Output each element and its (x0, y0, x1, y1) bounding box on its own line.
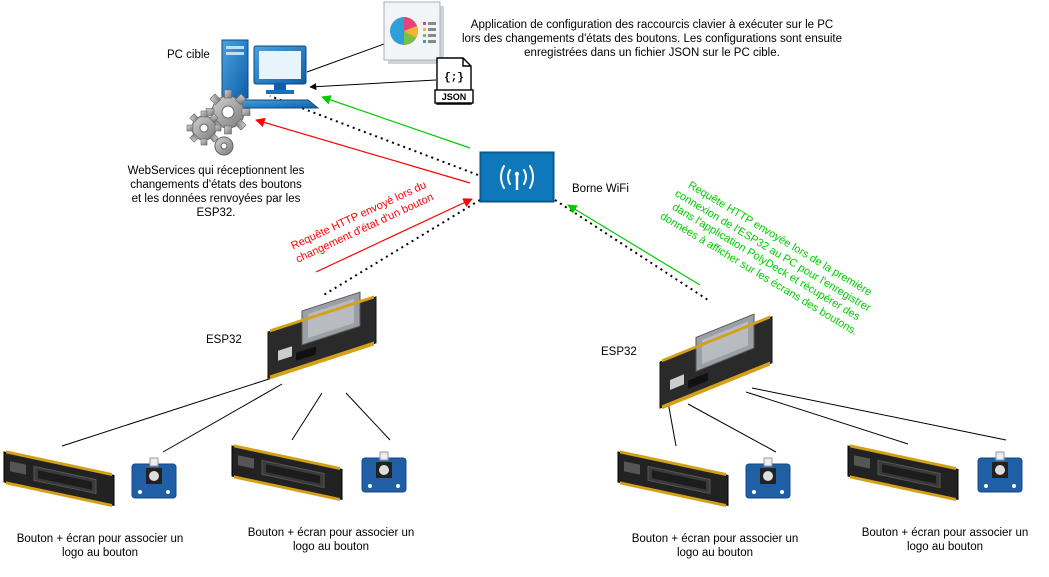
json-file-icon: {;} JSON (434, 57, 474, 105)
wire-esp-left-4 (345, 392, 391, 441)
push-button-module-icon (361, 451, 407, 493)
oled-featherwing-icon (231, 444, 343, 501)
wifi-label: Borne WiFi (572, 183, 629, 195)
connections (61, 43, 1007, 453)
esp32-left-label: ESP32 (206, 334, 242, 346)
json-glyph: {;} (444, 72, 464, 84)
push-button-module-icon (131, 457, 177, 499)
desktop-computer-icon (221, 39, 320, 109)
json-file-label: JSON (442, 92, 467, 102)
pie-chart-document-icon (383, 1, 444, 64)
push-button-module-icon (977, 451, 1023, 493)
button-module-label: Bouton + écran pour associer un logo au … (247, 527, 415, 553)
pc-label: PC cible (167, 49, 210, 61)
esp32-board-icon (267, 291, 377, 380)
esp32-right-label: ESP32 (601, 346, 637, 358)
button-module-label: Bouton + écran pour associer un logo au … (631, 533, 799, 559)
webservices-note: WebServices qui réceptionnent les change… (127, 165, 305, 219)
wire-esp-right-2 (687, 403, 777, 453)
push-button-module-icon (745, 457, 791, 499)
dotted-link-wifi-esp-left (321, 199, 481, 297)
wire-esp-right-3 (745, 391, 909, 445)
wire-esp-left-1 (61, 377, 273, 447)
link-json-to-pc (309, 79, 437, 91)
link-app-to-pc (306, 43, 385, 73)
wifi-access-point-icon (479, 151, 555, 203)
green-arrow-wifi-to-pc (321, 95, 471, 149)
wire-esp-right-1 (667, 401, 677, 447)
green-arrow-esp-to-wifi (567, 204, 701, 286)
dotted-link-wifi-pc (269, 95, 479, 176)
red-arrow-esp-to-wifi (315, 198, 473, 273)
wire-esp-left-2 (162, 383, 283, 453)
wire-esp-left-3 (291, 392, 323, 441)
red-arrow-wifi-to-pc (255, 117, 471, 184)
config-app-note: Application de configuration des raccour… (461, 19, 843, 59)
esp32-board-icon (659, 313, 773, 410)
dotted-link-wifi-esp-right (554, 199, 709, 301)
oled-featherwing-icon (617, 450, 729, 507)
button-module-label: Bouton + écran pour associer un logo au … (861, 527, 1029, 553)
button-module-label: Bouton + écran pour associer un logo au … (16, 533, 184, 559)
oled-featherwing-icon (847, 444, 959, 501)
gears-icon (186, 89, 251, 156)
wire-esp-right-4 (751, 387, 1007, 441)
oled-featherwing-icon (3, 450, 115, 507)
